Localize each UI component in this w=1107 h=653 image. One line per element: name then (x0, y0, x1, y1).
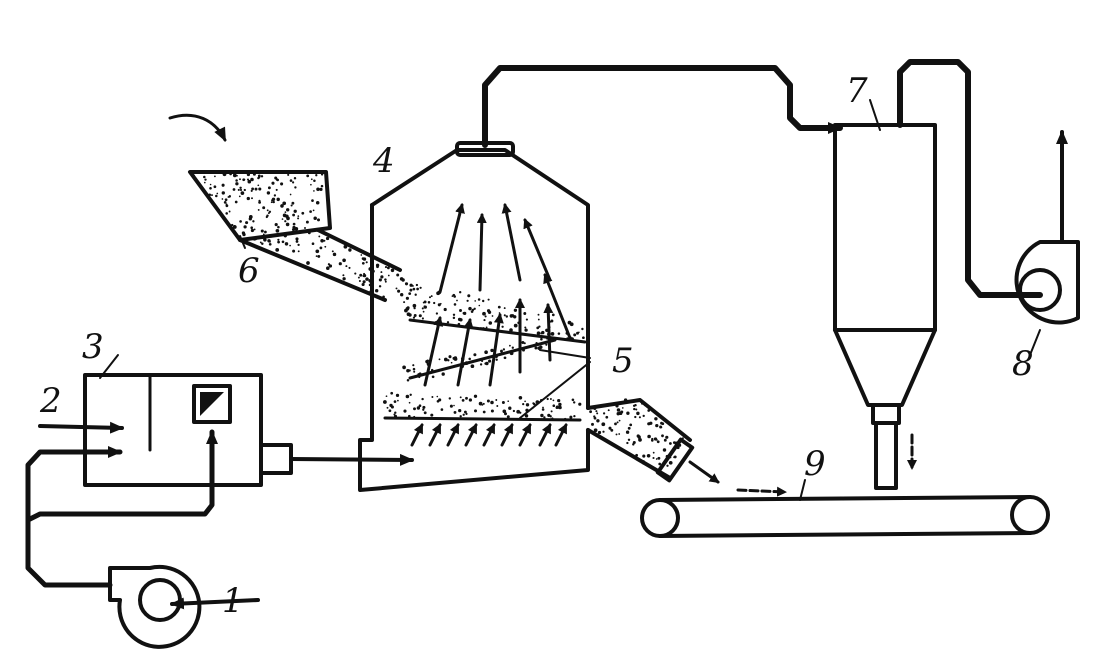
cyclone-outlet-duct (897, 59, 1043, 298)
label-2: 2 (39, 381, 62, 421)
label-5-leaders (519, 349, 591, 419)
air-blower (108, 564, 260, 649)
label-4: 4 (372, 141, 395, 181)
exhaust-fan (1014, 130, 1080, 325)
air-branch-duct (25, 446, 123, 523)
label-5: 5 (612, 341, 634, 381)
feed-hopper (168, 113, 402, 302)
dryer-chamber (358, 141, 590, 492)
belt-conveyor (640, 486, 1050, 538)
upward-gas-flow-arrows (410, 203, 572, 447)
discharge-chute (586, 398, 720, 484)
cyclone (833, 123, 937, 490)
label-9: 9 (804, 444, 826, 484)
label-7: 7 (846, 71, 868, 111)
distribution-shelves (383, 318, 587, 422)
furnace (83, 373, 293, 487)
label-1: 1 (222, 581, 244, 621)
exhaust-duct (482, 65, 843, 148)
label-3: 3 (82, 327, 104, 367)
label-leaders (99, 99, 1041, 501)
hot-gas-line (289, 453, 414, 466)
label-8: 8 (1012, 344, 1034, 384)
fuel-inlet-arrow (38, 421, 124, 434)
air-supply-duct (25, 429, 218, 588)
label-6: 6 (238, 251, 260, 291)
